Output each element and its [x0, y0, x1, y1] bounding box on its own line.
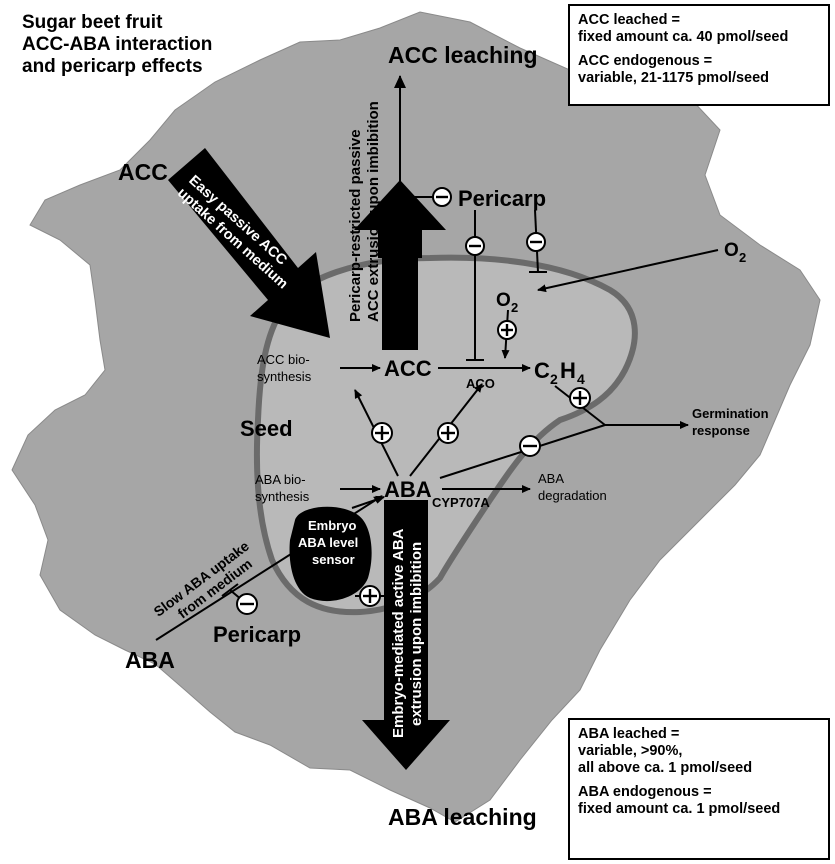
sensor-line1: Embryo [308, 518, 356, 533]
acc-leached-line2: fixed amount ca. 40 pmol/seed [578, 29, 789, 45]
sensor-line3: sensor [312, 552, 355, 567]
aba-leached-line3: all above ca. 1 pmol/seed [578, 760, 753, 776]
sensor-aba-arrow [351, 495, 385, 509]
aba-biosynthesis-line2: synthesis [255, 489, 310, 504]
o2-inside-sub: 2 [511, 300, 518, 315]
acc-endogenous-line1: ACC endogenous = [578, 53, 713, 69]
inhibit-circle-pericarp-uptake [236, 593, 258, 615]
acc-center-label: ACC [384, 356, 432, 381]
germination-line2: response [692, 423, 750, 438]
acc-leaching-label: ACC leaching [388, 42, 538, 68]
title-line1: Sugar beet fruit [22, 12, 163, 33]
acc-info-box: ACC leached = fixed amount ca. 40 pmol/s… [568, 4, 830, 106]
aco-label: ACO [466, 376, 495, 391]
aba-extrusion-line2: extrusion upon imbibition [408, 542, 425, 726]
acc-extrusion-line1: Pericarp-restricted passive [347, 129, 364, 322]
aba-leached-line1: ABA leached = [578, 726, 680, 742]
figure-title: Sugar beet fruit ACC-ABA interaction and… [22, 12, 212, 78]
pericarp-top-label: Pericarp [458, 186, 546, 211]
inhibit-circle-pericarp-vertical [432, 187, 452, 207]
ethylene-h: H [560, 358, 576, 383]
promote-circle-ethylene-germination [569, 387, 591, 409]
pericarp-bottom-label: Pericarp [213, 622, 301, 647]
o2-diffusion-arrow [537, 249, 719, 293]
acc-extrusion-arrow [354, 180, 446, 350]
inhibit-circle-pericarp-o2 [526, 232, 546, 252]
acc-source-label: ACC [118, 159, 168, 185]
sensor-line2: ABA level [298, 535, 358, 550]
germination-line1: Germination [692, 406, 769, 421]
acc-extrusion-line2: ACC extrusion upon imbibition [365, 101, 382, 322]
acc-leached-line1: ACC leached = [578, 12, 680, 28]
title-line2: ACC-ABA interaction [22, 34, 213, 55]
ethylene-c: C [534, 358, 550, 383]
aba-biosynthesis-line1: ABA bio- [255, 472, 306, 487]
aba-extrusion-arrow [362, 500, 450, 770]
aba-endogenous-line1: ABA endogenous = [578, 784, 712, 800]
acc-endogenous-line2: variable, 21-1175 pmol/seed [578, 70, 770, 86]
cyp707a-label: CYP707A [432, 495, 490, 510]
inhibit-circle-pericarp-aco [465, 236, 485, 256]
acc-biosynthesis-line1: ACC bio- [257, 352, 310, 367]
o2-inside-o: O [496, 290, 511, 311]
acc-uptake-arrow [168, 148, 330, 338]
promote-circle-aba-acc [371, 422, 393, 444]
uptake-inhibit-bar [221, 583, 239, 597]
seed-label: Seed [240, 416, 293, 441]
o2-outside-label: O 2 [724, 240, 746, 265]
promote-circle-sensor-extrusion [359, 585, 381, 607]
o2-outside-o: O [724, 240, 739, 261]
aba-endogenous-line2: fixed amount ca. 1 pmol/seed [578, 801, 781, 817]
aba-source-label: ABA [125, 647, 175, 673]
promote-circle-o2-aco [497, 320, 517, 340]
aba-extrusion-text: Embryo-mediated active ABA extrusion upo… [390, 528, 425, 738]
ethylene-c-sub: 2 [550, 371, 558, 387]
acc-extrusion-text: Pericarp-restricted passive ACC extrusio… [347, 101, 382, 322]
aba-degradation-line1: ABA [538, 471, 564, 486]
embryo-sensor-shape [289, 506, 372, 602]
aba-leached-line2: variable, >90%, [578, 743, 683, 759]
ethylene-h-sub: 4 [577, 371, 585, 387]
ethylene-label: C 2 H 4 [534, 358, 585, 387]
o2-outside-sub: 2 [739, 250, 746, 265]
acc-biosynthesis-line2: synthesis [257, 369, 312, 384]
promote-circle-aba-aco [437, 422, 459, 444]
aba-center-label: ABA [384, 477, 432, 502]
o2-inside-label: O 2 [496, 290, 518, 315]
aba-degradation-line2: degradation [538, 488, 607, 503]
aba-leaching-label: ABA leaching [388, 804, 537, 830]
title-line3: and pericarp effects [22, 56, 203, 77]
aba-extrusion-line1: Embryo-mediated active ABA [390, 528, 407, 738]
inhibit-circle-aba-germination [519, 435, 541, 457]
aba-info-box: ABA leached = variable, >90%, all above … [568, 718, 830, 860]
